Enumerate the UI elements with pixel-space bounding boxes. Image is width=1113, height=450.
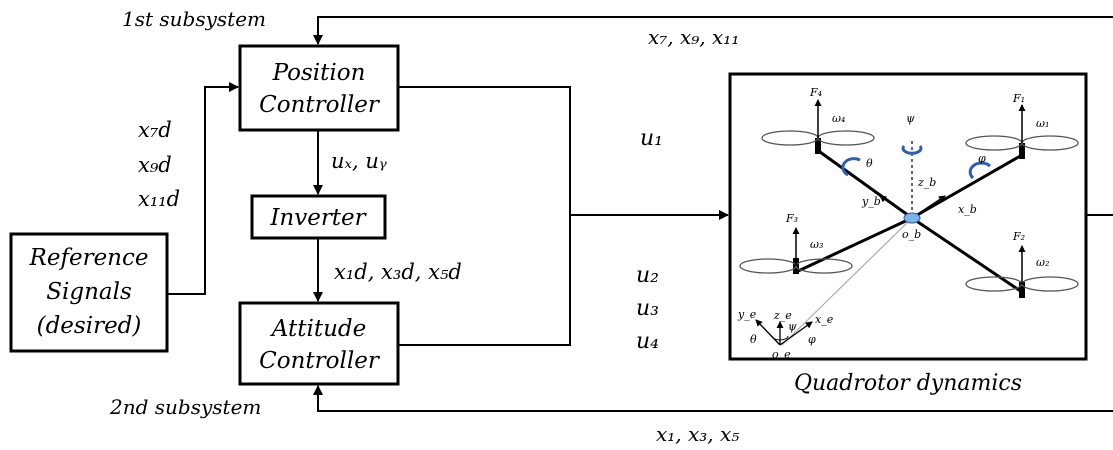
speed-w1: ω₁: [1036, 117, 1049, 130]
arm-3: [795, 216, 913, 274]
attitude-controller-label-2: Controller: [259, 348, 381, 374]
speed-w3: ω₃: [810, 238, 823, 251]
u2-label: u₂: [636, 263, 659, 288]
earth-roll-label: φ: [808, 333, 816, 346]
position-controller-label-2: Controller: [259, 92, 381, 118]
earth-pitch-label: θ: [750, 333, 757, 346]
rotor-2: [965, 245, 1079, 298]
y-body-label: y_b: [861, 195, 881, 208]
rotor-1: [965, 104, 1079, 159]
y-earth-axis: [755, 319, 781, 346]
reference-label-2: Signals: [46, 279, 132, 305]
feedback-top-wire: [313, 16, 1113, 45]
z-body-label: z_b: [917, 176, 936, 189]
pitch-rotation-icon: [841, 157, 861, 177]
arm-2: [911, 216, 1023, 294]
x-earth-label: x_e: [815, 313, 834, 326]
force-f2: F₂: [1012, 230, 1025, 243]
inverter-label: Inverter: [269, 205, 367, 231]
speed-w2: ω₂: [1036, 256, 1049, 269]
x-earth-axis: [779, 321, 813, 346]
ref-input-x9d: x₉d: [138, 153, 172, 177]
reference-label-3: (desired): [37, 313, 142, 339]
feedback-bottom-wire: [313, 385, 1113, 412]
second-subsystem-label: 2nd subsystem: [109, 395, 261, 419]
pitch-label: θ: [866, 157, 873, 170]
body-origin-label: o_b: [902, 228, 921, 241]
attitude-controller-label-1: Attitude: [270, 316, 366, 342]
u1-wire: [398, 86, 571, 215]
x-body-label: x_b: [958, 203, 977, 216]
roll-label: φ: [978, 152, 986, 165]
ref-input-x7d: x₇d: [138, 118, 172, 142]
force-f3: F₃: [785, 212, 798, 225]
earth-origin-label: o_e: [772, 348, 791, 361]
rotor-4: [761, 99, 875, 154]
ref-input-x11d: x₁₁d: [138, 187, 180, 211]
arm-1: [911, 153, 1023, 220]
attitude-controller-block: [238, 301, 400, 386]
position-controller-block: [238, 44, 400, 132]
yaw-label: ψ: [906, 112, 915, 125]
reference-label-1: Reference: [29, 245, 149, 271]
position-vector-line: [781, 217, 913, 346]
reference-to-position-wire: [167, 82, 239, 295]
first-subsystem-label: 1st subsystem: [122, 7, 266, 31]
roll-rotation-icon: [968, 161, 992, 180]
yaw-rotation-icon: [901, 144, 923, 155]
y-earth-label: y_e: [737, 308, 757, 321]
earth-yaw-label: ψ: [788, 320, 797, 333]
force-f4: F₄: [809, 86, 822, 99]
rotor-3: [739, 227, 853, 274]
plant-caption: Quadrotor dynamics: [794, 371, 1022, 396]
reference-signals-block: [9, 232, 169, 353]
u4-label: u₄: [636, 329, 659, 354]
quadrotor-figure: F₄ F₁ F₃ F₂ ω₄ ω₁ ω₃ ω₂ x_b y_b z_b o_b …: [737, 86, 1079, 361]
feedback-top-label: x₇, x₉, x₁₁: [648, 25, 739, 49]
force-f1: F₁: [1012, 92, 1025, 105]
z-earth-label: z_e: [773, 309, 792, 322]
u234-wire: [398, 215, 571, 346]
feedback-bottom-label: x₁, x₃, x₅: [656, 422, 739, 446]
ux-uy-label: uₓ, uᵧ: [331, 149, 387, 173]
inverter-block: [250, 194, 387, 240]
u1-label: u₁: [640, 126, 663, 151]
speed-w4: ω₄: [832, 112, 845, 125]
u3-label: u₃: [636, 296, 659, 321]
attitude-refs-label: x₁d, x₃d, x₅d: [334, 260, 462, 284]
position-controller-label-1: Position: [272, 60, 366, 86]
earth-yaw-arc: [771, 335, 789, 341]
body-origin-marker: [903, 212, 921, 224]
